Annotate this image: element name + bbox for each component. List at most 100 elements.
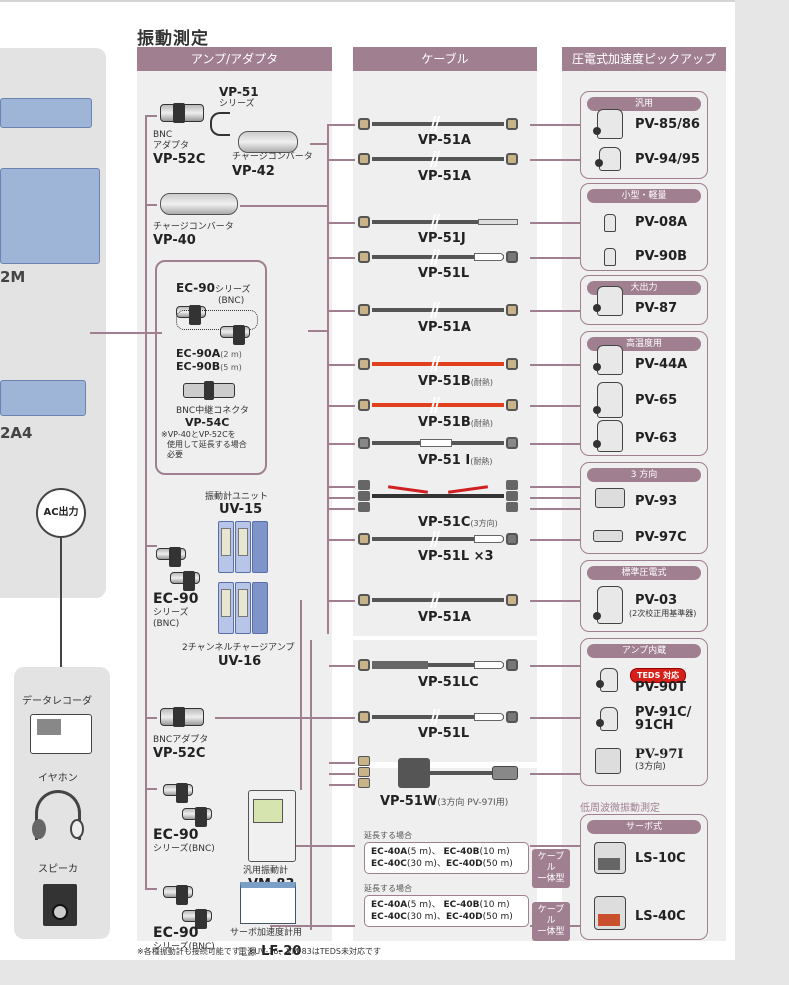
uv16-label: 2チャンネルチャージアンプ <box>182 643 295 653</box>
cable-stub <box>329 773 355 775</box>
cable-model: VP-51L <box>418 266 470 281</box>
pickup-stub <box>530 222 590 224</box>
cable-stub <box>329 762 355 764</box>
triaxial-accelerometer-icon <box>595 488 625 508</box>
cable-vp51a-icon <box>358 302 518 318</box>
extension-box-2: EC-40A(5 m)、 EC-40B(10 m) EC-40C(30 m)、E… <box>364 895 529 927</box>
bus-stub <box>308 330 329 332</box>
lf20-label-2: 電源 <box>238 948 257 958</box>
pickup-stub <box>530 364 590 366</box>
cable-stub <box>329 222 355 224</box>
cable-vp51lc-icon <box>358 659 518 671</box>
accelerometer-icon <box>595 147 621 171</box>
vp52c-bottom-label: BNCアダプタ <box>153 735 209 745</box>
cable-stub <box>329 124 355 126</box>
vp52c-label-2: アダプタ <box>153 141 190 151</box>
pickup-stub <box>530 539 590 541</box>
bus-stub <box>240 205 329 207</box>
teds-badge: TEDS 対応 <box>630 668 687 683</box>
device-label-2m: 2M <box>0 268 26 286</box>
bus-stub <box>300 600 302 790</box>
uv16-unit-icon <box>235 582 251 634</box>
bnc-adapter-icon <box>160 103 204 123</box>
vp54c-note-1: ※VP-40とVP-52Cを <box>161 430 236 439</box>
cable-model: VP-51A <box>418 610 471 625</box>
accelerometer-icon <box>596 707 618 731</box>
speaker-icon <box>43 884 77 926</box>
ec90-a-model: EC-90 <box>153 591 199 607</box>
pickup-stub <box>530 310 590 312</box>
cable-stub <box>329 486 355 488</box>
ec90-cable-icon <box>182 909 212 929</box>
cable-vp51b-icon <box>358 356 518 372</box>
pickup-model: PV-97I <box>635 747 684 762</box>
pickup-model: PV-90B <box>635 249 688 264</box>
lf20-label: サーボ加速度計用 <box>230 928 303 938</box>
pickup-model: LS-10C <box>635 851 686 866</box>
pickup-model: PV-87 <box>635 301 678 316</box>
bus-stub <box>145 115 157 117</box>
ec90-group-box <box>155 260 267 475</box>
cable-vp51w-icon <box>358 756 518 792</box>
cable-stub <box>329 600 355 602</box>
ec90-cable-icon <box>156 547 186 567</box>
group-heading: サーボ式 <box>587 820 701 834</box>
bus-stub <box>290 845 355 847</box>
uv16-model: UV-16 <box>218 654 262 669</box>
accelerometer-small-icon <box>604 214 616 232</box>
cable-stub <box>329 508 355 510</box>
vp42-label: チャージコンバータ <box>232 152 313 162</box>
accelerometer-icon <box>596 668 618 692</box>
headphones-icon <box>32 790 84 840</box>
ec90-a-sub1: シリーズ <box>153 608 189 618</box>
vp52c-bottom-model: VP-52C <box>153 746 206 761</box>
pickup-stub <box>530 443 590 445</box>
extension-label: 延長する場合 <box>364 884 412 893</box>
bus-stub <box>145 717 157 719</box>
device-link-line <box>90 332 132 334</box>
output-label-earphone: イヤホン <box>38 773 78 784</box>
cable-vp51a-icon <box>358 116 518 132</box>
pickup-stub <box>530 717 590 719</box>
accelerometer-icon <box>593 109 623 139</box>
uv15-unit-icon <box>218 521 234 573</box>
cable-stub <box>329 784 355 786</box>
uv15-label: 振動計ユニット <box>205 492 269 502</box>
triaxial-accelerometer-icon <box>593 530 623 542</box>
cable-model: VP-51C(3方向) <box>418 515 498 530</box>
pickup-stub <box>530 497 590 499</box>
pickup-model: PV-94/95 <box>635 152 700 167</box>
servo-accelerometer-icon <box>594 896 626 930</box>
cable-model: VP-51B(耐熱) <box>418 374 494 389</box>
uv16-unit-icon <box>218 582 234 634</box>
bottom-margin <box>0 960 789 985</box>
column-header-pickups: 圧電式加速度ピックアップ <box>562 47 726 71</box>
bus-stub <box>145 888 157 890</box>
pickup-model: PV-08A <box>635 215 688 230</box>
cable-integrated-tag: ケーブル一体型 <box>532 849 570 888</box>
bnc-relay-connector-icon <box>183 381 235 400</box>
cable-model: VP-51A <box>418 133 471 148</box>
cable-vp51j-icon <box>358 214 518 230</box>
pickup-group-compact: 小型・軽量 <box>580 183 708 271</box>
group-heading: 3 方向 <box>587 468 701 482</box>
pickup-stub <box>530 665 590 667</box>
group-heading: 汎用 <box>587 97 701 111</box>
output-label-speaker: スピーカ <box>38 864 78 875</box>
triaxial-accelerometer-icon <box>595 748 621 774</box>
cable-model: VP-51L ×3 <box>418 549 494 564</box>
accelerometer-small-icon <box>604 248 616 266</box>
vp40-model: VP-40 <box>153 233 196 248</box>
coiled-cable-icon <box>210 112 230 136</box>
ec90b-model: EC-90B(5 m) <box>176 360 242 373</box>
charge-converter-icon <box>238 131 298 153</box>
cable-stub <box>329 665 355 667</box>
device-image-2 <box>0 168 100 264</box>
pickup-model: PV-91C/91CH <box>635 705 692 733</box>
vp51-series-model: VP-51 <box>219 85 259 99</box>
pickup-model: PV-63 <box>635 431 678 446</box>
accelerometer-icon <box>593 420 623 452</box>
cable-vp51c-icon <box>358 480 518 514</box>
charge-converter-vp40-icon <box>160 193 238 215</box>
bus-stub <box>145 204 157 206</box>
